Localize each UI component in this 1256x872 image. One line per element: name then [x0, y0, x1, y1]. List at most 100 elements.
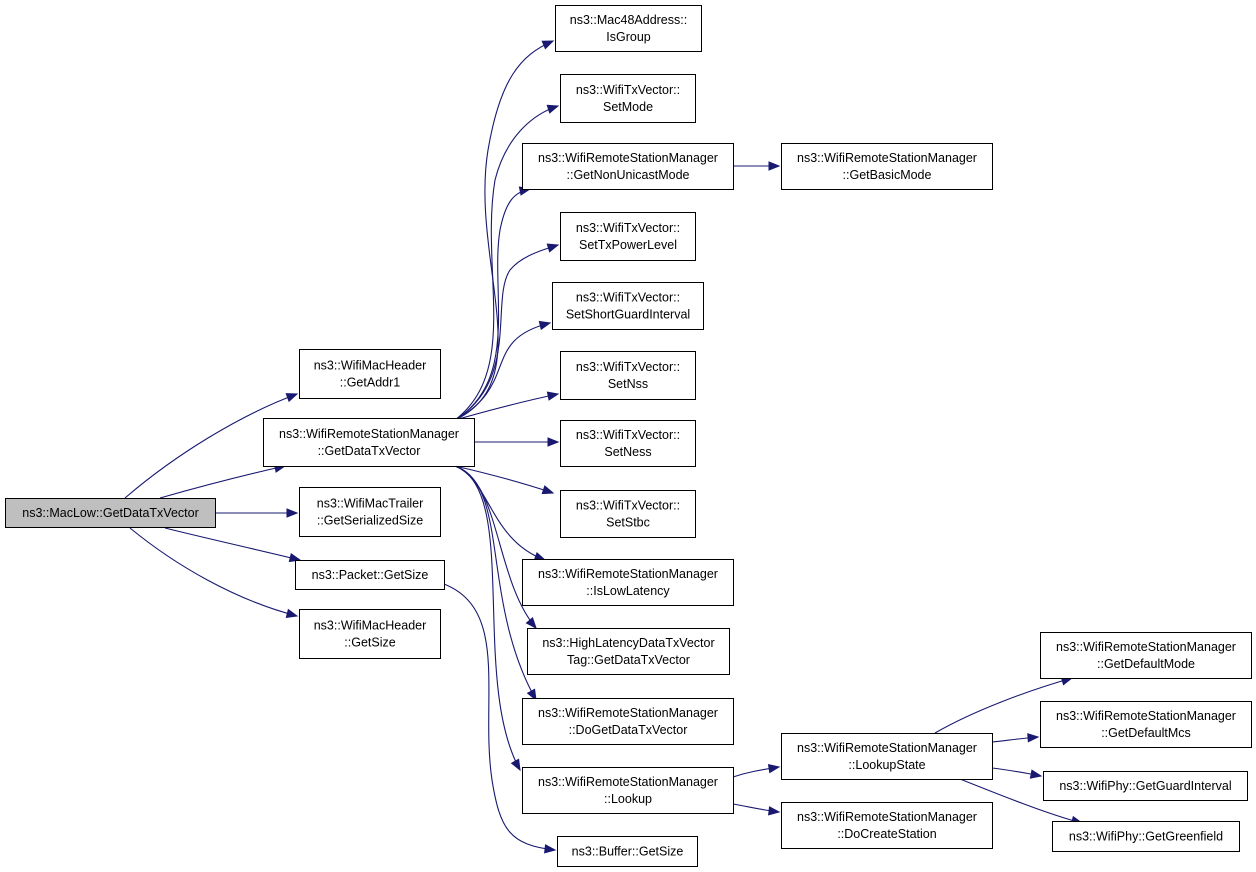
node-lookup[interactable]: ns3::WifiRemoteStationManager::Lookup	[522, 767, 734, 814]
node-trailerSize[interactable]: ns3::WifiMacTrailer::GetSerializedSize	[299, 487, 441, 537]
node-box	[1043, 771, 1248, 801]
node-label-line: ns3::WifiRemoteStationManager	[797, 151, 977, 165]
edge-line	[443, 583, 556, 851]
arrowhead-icon	[288, 552, 302, 563]
node-sgi[interactable]: ns3::WifiTxVector::SetShortGuardInterval	[552, 282, 704, 330]
node-root[interactable]: ns3::MacLow::GetDataTxVector	[5, 498, 216, 528]
node-lowLatency[interactable]: ns3::WifiRemoteStationManager::IsLowLate…	[522, 559, 734, 606]
node-greenfield[interactable]: ns3::WifiPhy::GetGreenfield	[1052, 821, 1240, 852]
node-headerSize[interactable]: ns3::WifiMacHeader::GetSize	[299, 609, 441, 659]
node-getDataTxVectorRSM[interactable]: ns3::WifiRemoteStationManager::GetDataTx…	[263, 418, 475, 467]
arrowhead-icon	[538, 320, 552, 331]
node-stbc[interactable]: ns3::WifiTxVector::SetStbc	[560, 490, 696, 538]
node-label-line: ns3::WifiRemoteStationManager	[797, 741, 977, 755]
node-box	[1040, 701, 1252, 748]
call-edge-getDataTxVectorRSM-to-nss	[454, 391, 560, 421]
call-edge-packetSize-to-bufferSize	[443, 583, 557, 854]
edge-line	[454, 322, 551, 421]
node-box	[781, 143, 993, 190]
node-bufferSize[interactable]: ns3::Buffer::GetSize	[557, 836, 698, 867]
call-edge-nonUnicast-to-basicMode	[733, 161, 781, 171]
edge-line	[129, 527, 298, 617]
node-label-line: SetTxPowerLevel	[579, 238, 677, 252]
node-guardInt[interactable]: ns3::WifiPhy::GetGuardInterval	[1043, 771, 1248, 801]
arrowhead-icon	[525, 616, 537, 630]
node-ness[interactable]: ns3::WifiTxVector::SetNess	[560, 420, 696, 467]
edge-line	[164, 527, 301, 561]
node-label-line: ns3::WifiRemoteStationManager	[1056, 640, 1236, 654]
node-label-line: ::Lookup	[604, 792, 652, 806]
node-box	[560, 490, 696, 538]
edge-line	[454, 105, 559, 421]
node-label-line: ns3::WifiTxVector::	[576, 499, 680, 513]
arrowhead-icon	[546, 104, 560, 114]
arrowhead-icon	[285, 393, 299, 403]
call-edge-lookup-to-lookupState	[732, 763, 781, 778]
node-packetSize[interactable]: ns3::Packet::GetSize	[295, 560, 445, 590]
node-box	[1040, 632, 1252, 679]
node-label-line: ::GetBasicMode	[843, 168, 932, 182]
node-box	[522, 559, 734, 606]
arrowhead-icon	[544, 844, 557, 854]
node-label-line: SetNess	[604, 445, 651, 459]
edge-line	[124, 393, 298, 499]
node-label-line: ns3::Mac48Address::	[570, 13, 687, 27]
arrowhead-icon	[768, 161, 781, 171]
node-lookupState[interactable]: ns3::WifiRemoteStationManager::LookupSta…	[781, 733, 993, 780]
node-doGet[interactable]: ns3::WifiRemoteStationManager::DoGetData…	[522, 698, 734, 745]
node-label-line: ::GetSerializedSize	[317, 514, 423, 528]
node-label-line: ::GetAddr1	[340, 376, 400, 390]
node-label-line: SetStbc	[606, 516, 650, 530]
node-defMode[interactable]: ns3::WifiRemoteStationManager::GetDefaul…	[1040, 632, 1252, 679]
call-edge-getDataTxVectorRSM-to-isGroup	[454, 40, 555, 421]
call-edge-lookupState-to-defMcs	[991, 733, 1040, 743]
node-label-line: ::LookupState	[848, 758, 925, 772]
node-label-line: ::DoGetDataTxVector	[569, 723, 688, 737]
node-doCreate[interactable]: ns3::WifiRemoteStationManager::DoCreateS…	[781, 802, 993, 849]
node-label-line: IsGroup	[606, 30, 651, 44]
call-edge-getDataTxVectorRSM-to-lookup	[454, 465, 521, 772]
node-box	[1052, 821, 1240, 852]
node-box	[299, 487, 441, 537]
arrowhead-icon	[546, 391, 560, 401]
call-edge-getDataTxVectorRSM-to-ness	[474, 437, 560, 447]
node-label-line: ns3::WifiRemoteStationManager	[538, 775, 718, 789]
edge-line	[454, 244, 559, 421]
edge-line	[934, 677, 1073, 734]
node-box	[299, 609, 441, 659]
arrowhead-icon	[767, 763, 781, 774]
arrowhead-icon	[286, 508, 299, 518]
node-box	[5, 498, 216, 528]
node-box	[781, 802, 993, 849]
node-box	[522, 698, 734, 745]
call-edge-root-to-getDataTxVectorRSM	[159, 463, 287, 499]
node-setMode[interactable]: ns3::WifiTxVector::SetMode	[560, 74, 696, 123]
node-basicMode[interactable]: ns3::WifiRemoteStationManager::GetBasicM…	[781, 143, 993, 190]
node-label-line: ::DoCreateStation	[837, 827, 936, 841]
edge-line	[454, 465, 554, 494]
node-label-line: ns3::WifiRemoteStationManager	[538, 151, 718, 165]
arrowhead-icon	[285, 608, 299, 618]
node-box	[522, 143, 734, 190]
node-label-line: ns3::WifiRemoteStationManager	[538, 567, 718, 581]
node-box	[560, 420, 696, 467]
node-box	[781, 733, 993, 780]
node-label-line: ns3::WifiRemoteStationManager	[1056, 709, 1236, 723]
function-nodes: ns3::MacLow::GetDataTxVectorns3::WifiMac…	[5, 5, 1252, 867]
call-edge-root-to-packetSize	[164, 527, 302, 563]
node-nonUnicast[interactable]: ns3::WifiRemoteStationManager::GetNonUni…	[522, 143, 734, 190]
node-txPower[interactable]: ns3::WifiTxVector::SetTxPowerLevel	[560, 212, 696, 261]
node-label-line: ns3::WifiTxVector::	[576, 221, 680, 235]
node-box	[560, 351, 696, 400]
node-defMcs[interactable]: ns3::WifiRemoteStationManager::GetDefaul…	[1040, 701, 1252, 748]
arrowhead-icon	[1029, 769, 1043, 779]
node-getAddr1[interactable]: ns3::WifiMacHeader::GetAddr1	[299, 349, 441, 399]
node-isGroup[interactable]: ns3::Mac48Address::IsGroup	[555, 5, 702, 52]
edge-line	[454, 40, 554, 421]
node-hlTag[interactable]: ns3::HighLatencyDataTxVectorTag::GetData…	[527, 628, 730, 675]
node-box	[560, 74, 696, 123]
call-edge-getDataTxVectorRSM-to-doGet	[454, 465, 537, 702]
node-label-line: SetShortGuardInterval	[566, 308, 690, 322]
node-nss[interactable]: ns3::WifiTxVector::SetNss	[560, 351, 696, 400]
node-label-line: ns3::WifiPhy::GetGuardInterval	[1059, 779, 1231, 793]
